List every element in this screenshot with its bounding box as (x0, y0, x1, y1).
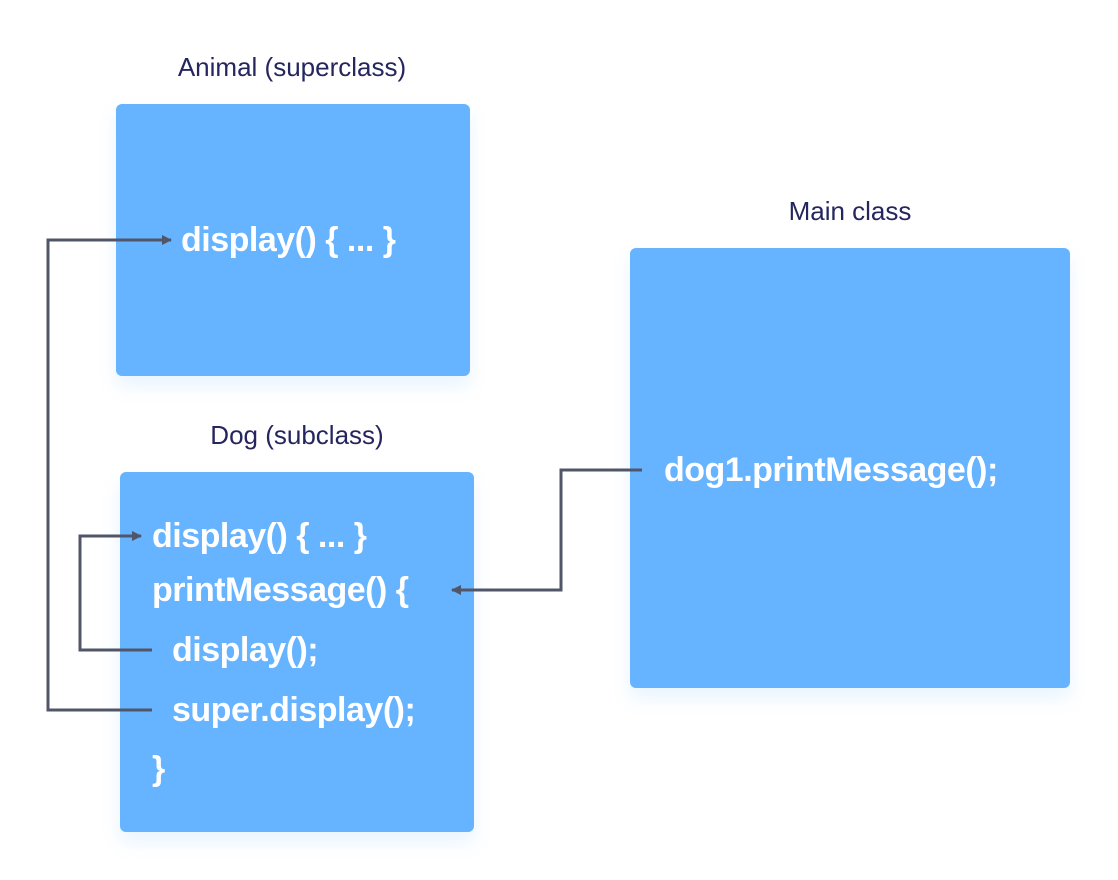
arrow-super-display-to-animal-display (46, 235, 172, 712)
animal-caption: Animal (superclass) (177, 52, 407, 82)
arrow-display-to-dog-display (78, 531, 152, 652)
dog-class-box (120, 472, 474, 832)
main-caption: Main class (788, 196, 912, 226)
dog-display-method: display() { ... } (152, 517, 367, 555)
dog-printmessage-method: printMessage() { (152, 571, 409, 609)
dog-display-call: display(); (172, 631, 319, 669)
dog-caption: Dog (subclass) (210, 420, 384, 450)
main-class-box (630, 248, 1070, 688)
arrow-main-to-printmessage (451, 468, 642, 595)
dog-super-display-call: super.display(); (172, 691, 416, 729)
dog-closing-brace: } (152, 750, 165, 788)
animal-display-method: display() { ... } (181, 221, 396, 259)
main-printmessage-call: dog1.printMessage(); (664, 451, 998, 489)
animal-class-box (116, 104, 470, 376)
